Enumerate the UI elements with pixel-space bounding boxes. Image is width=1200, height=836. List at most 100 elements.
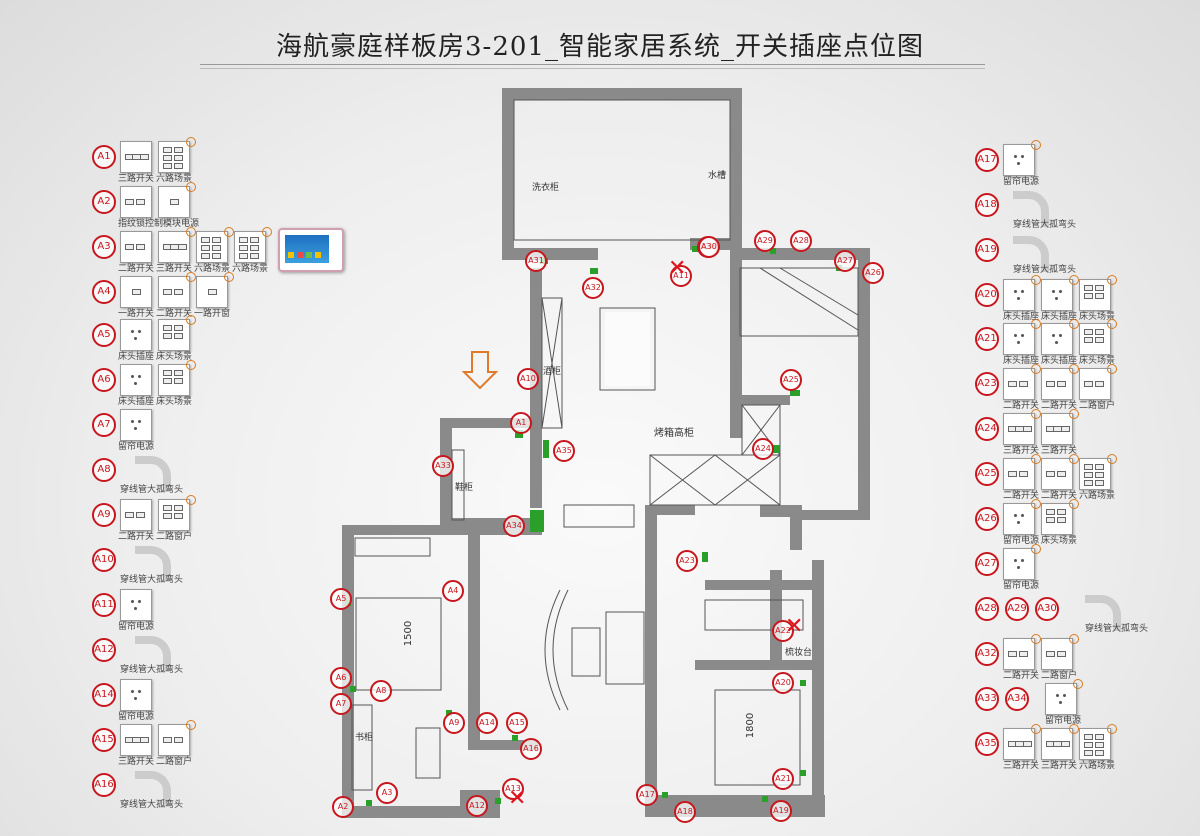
switch-plate: [1041, 638, 1073, 670]
add-icon: [1031, 364, 1041, 374]
legend-label: 六路场景: [1079, 761, 1116, 771]
switch-key-icon: [212, 237, 221, 243]
legend-label: 三路开关: [118, 757, 155, 767]
switch-plate: [196, 276, 228, 308]
switch-plate: [1003, 413, 1035, 445]
plan-point-tag: A34: [503, 515, 525, 537]
legend-tag: A9: [92, 503, 116, 527]
switch-key-icon: [1095, 337, 1104, 343]
legend-label: 二路开关: [1041, 491, 1078, 501]
switch-plate: [120, 499, 152, 531]
add-icon: [186, 137, 196, 147]
switch-key-icon: [1008, 381, 1017, 387]
switch-plate: [1079, 368, 1111, 400]
legend-label: 床头插座: [118, 352, 155, 362]
switch-key-icon: [1095, 293, 1104, 299]
switch-plate: [1041, 279, 1073, 311]
switch-key-icon: [174, 737, 183, 743]
switch-key-icon: [170, 199, 179, 205]
legend-tag: A32: [975, 642, 999, 666]
switch-plate: [120, 186, 152, 218]
legend-tag: A2: [92, 190, 116, 214]
legend-tag: A15: [92, 728, 116, 752]
legend-label: 留帘电源: [118, 622, 155, 632]
add-icon: [186, 315, 196, 325]
switch-key-icon: [136, 512, 145, 518]
switch-key-icon: [1095, 750, 1104, 756]
switch-key-icon: [1084, 293, 1093, 299]
switch-key-icon: [174, 147, 183, 153]
legend-tag: A18: [975, 193, 999, 217]
add-icon: [1031, 140, 1041, 150]
plan-point-tag: A23: [676, 550, 698, 572]
conduit-bend-icon: [135, 771, 171, 807]
socket-hole-icon: [138, 420, 141, 423]
switch-plate: [1041, 503, 1073, 535]
switch-key-icon: [1084, 750, 1093, 756]
legend-label: 二路开关: [156, 309, 193, 319]
switch-key-icon: [1046, 651, 1055, 657]
add-icon: [186, 360, 196, 370]
switch-key-icon: [174, 155, 183, 161]
switch-key-icon: [174, 370, 183, 376]
plan-point-tag: A26: [862, 262, 884, 284]
switch-key-icon: [1046, 509, 1055, 515]
legend-label: 留帘电源: [1045, 716, 1082, 726]
plan-point-tag: A9: [443, 712, 465, 734]
legend-label: 六路场景: [232, 264, 269, 274]
legend-label: 三路开关: [156, 264, 193, 274]
legend-label: 三路开关: [1003, 761, 1040, 771]
plan-point-tag: A4: [442, 580, 464, 602]
switch-key-icon: [250, 253, 259, 259]
switch-key-icon: [250, 245, 259, 251]
switch-plate: [158, 364, 190, 396]
switch-key-icon: [174, 505, 183, 511]
conduit-bend-icon: [1013, 191, 1049, 227]
switch-key-icon: [132, 289, 141, 295]
legend-label: 三路开关: [1003, 446, 1040, 456]
switch-plate: [158, 499, 190, 531]
plan-point-tag: A11: [670, 265, 692, 287]
conduit-bend-icon: [1085, 595, 1121, 631]
switch-key-icon: [1084, 329, 1093, 335]
switch-plate: [234, 231, 266, 263]
switch-plate: [1003, 728, 1035, 760]
cancel-mark-icon: ✕: [508, 786, 527, 811]
switch-key-icon: [125, 244, 134, 250]
legend-tag: A16: [92, 773, 116, 797]
legend-tag: A35: [975, 732, 999, 756]
plan-point-tag: A1: [510, 412, 532, 434]
switch-plate: [1003, 279, 1035, 311]
switch-key-icon: [201, 237, 210, 243]
switch-plate: [158, 141, 190, 173]
legend-label: 六路场景: [194, 264, 231, 274]
legend-tag: A12: [92, 638, 116, 662]
legend-label: 一路开窗: [194, 309, 231, 319]
switch-plate: [120, 319, 152, 351]
legend-label: 指纹锁控制模块电源: [118, 219, 200, 229]
legend-tag: A33: [975, 687, 999, 711]
cancel-mark-icon: ✕: [668, 256, 687, 281]
add-icon: [1107, 454, 1117, 464]
socket-hole-icon: [1055, 297, 1058, 300]
entrance-arrow: [461, 351, 499, 390]
socket-hole-icon: [1017, 341, 1020, 344]
plan-point-tag: A6: [330, 667, 352, 689]
legend-tag: A17: [975, 148, 999, 172]
legend-label: 二路开关: [1003, 671, 1040, 681]
legend-label: 留帘电源: [1003, 177, 1040, 187]
plan-point-tag: A29: [754, 230, 776, 252]
add-icon: [1031, 454, 1041, 464]
legend-label: 六路场景: [1079, 491, 1116, 501]
switch-plate: [1041, 728, 1073, 760]
title-divider: [200, 64, 985, 65]
switch-plate: [1003, 144, 1035, 176]
switch-plate: [120, 409, 152, 441]
plan-point-tag: A10: [517, 368, 539, 390]
switch-key-icon: [1019, 471, 1028, 477]
socket-hole-icon: [1017, 521, 1020, 524]
switch-key-icon: [1019, 651, 1028, 657]
add-icon: [1069, 364, 1079, 374]
switch-key-icon: [1095, 742, 1104, 748]
